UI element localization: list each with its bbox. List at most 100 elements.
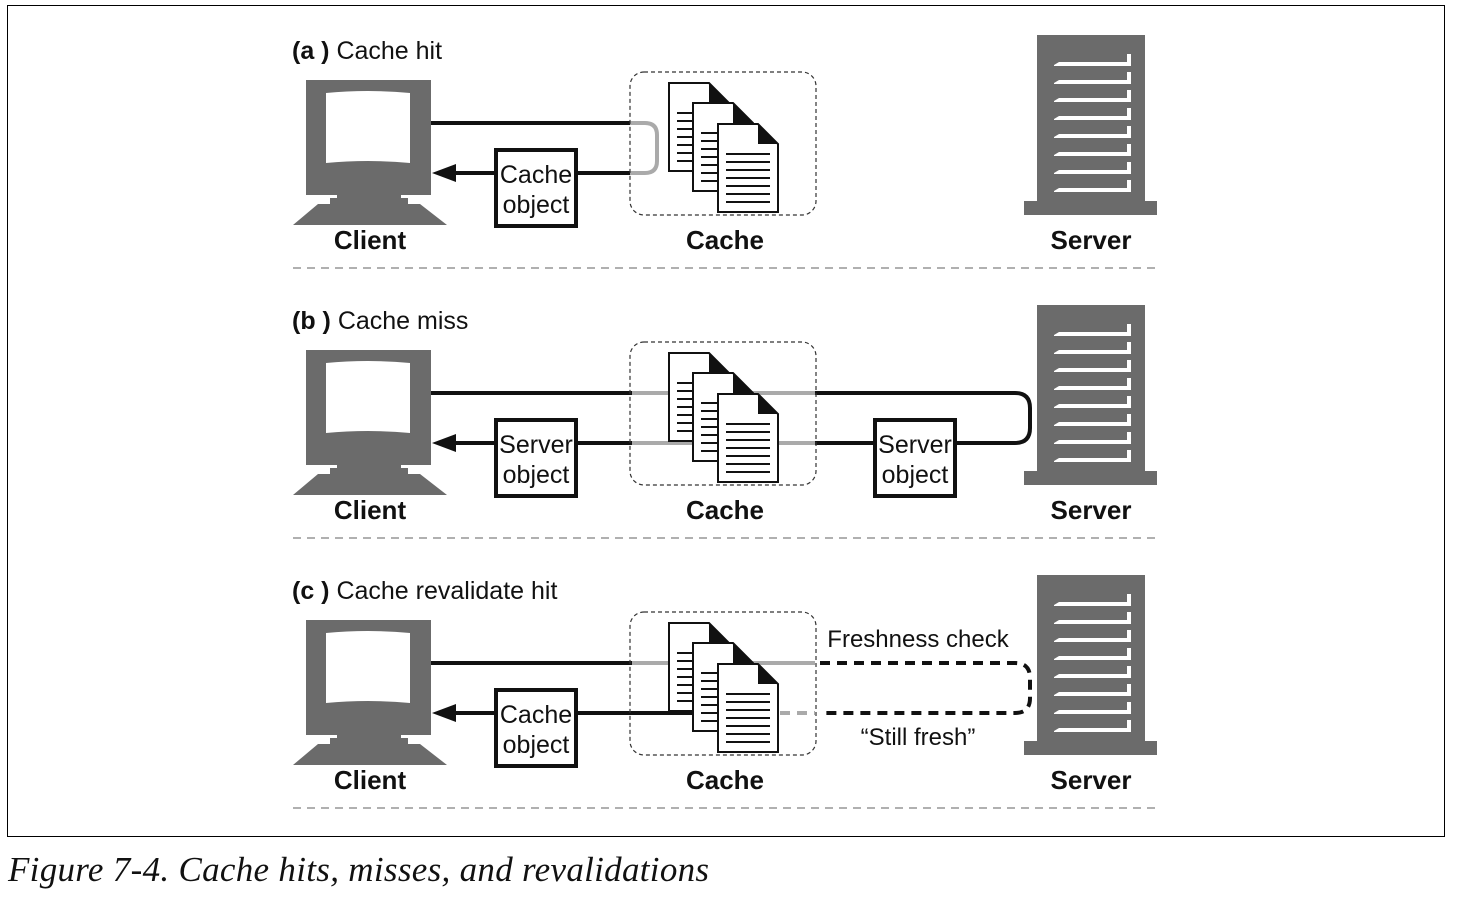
server-label: Server	[1051, 765, 1132, 795]
client-label: Client	[334, 765, 407, 795]
document-fold	[758, 124, 778, 144]
server-slot	[1054, 342, 1131, 354]
monitor-stand	[330, 198, 408, 205]
object-box-frame	[494, 418, 578, 498]
document-icon	[717, 663, 779, 753]
document-fold	[709, 353, 729, 373]
monitor-neck	[337, 463, 401, 469]
client-computer-icon	[293, 620, 447, 765]
document-page	[717, 123, 779, 213]
server-slot	[1054, 324, 1131, 336]
document-stack-icon	[668, 352, 779, 483]
server-slot	[1054, 594, 1131, 606]
cache-store	[629, 71, 817, 216]
document-fold	[733, 643, 753, 663]
server-slot	[1054, 666, 1131, 678]
monitor-neck	[337, 193, 401, 199]
server-slot	[1054, 72, 1131, 84]
server-slot	[1054, 162, 1131, 174]
object-box-line1: Server	[499, 431, 573, 459]
server-slot	[1054, 702, 1131, 714]
server-slot	[1054, 648, 1131, 660]
freshness-check-label: Freshness check	[827, 626, 1009, 653]
monitor-stand	[330, 738, 408, 745]
server-slot	[1054, 90, 1131, 102]
server-label: Server	[1051, 495, 1132, 525]
panel-title: (b ) Cache miss	[292, 307, 468, 335]
document-icon	[717, 393, 779, 483]
document-page	[717, 663, 779, 753]
object-box-line2: object	[503, 191, 570, 219]
monitor-screen	[326, 361, 410, 433]
cache-store	[629, 341, 817, 486]
server-tower-icon	[1024, 575, 1157, 755]
still-fresh-label: “Still fresh”	[861, 724, 976, 751]
server-slot	[1054, 54, 1131, 66]
panel-title-text: Cache miss	[331, 307, 469, 335]
server-slot	[1054, 180, 1131, 192]
keyboard-base	[293, 204, 447, 225]
object-box-line2: object	[503, 731, 570, 759]
server-slot	[1054, 144, 1131, 156]
cache-store	[629, 611, 817, 756]
document-fold	[733, 373, 753, 393]
client-computer-icon	[293, 80, 447, 225]
object-box-line2: object	[503, 461, 570, 489]
server-slot	[1054, 720, 1131, 732]
panel-letter: (a )	[292, 37, 330, 65]
server-slot	[1054, 396, 1131, 408]
client-label: Client	[334, 225, 407, 255]
cache-boundary	[629, 71, 817, 216]
client-label: Client	[334, 495, 407, 525]
object-box-line1: Cache	[500, 161, 572, 189]
arrow-head-icon	[432, 434, 456, 452]
object-box-line2: object	[882, 461, 949, 489]
panel-letter: (b )	[292, 307, 331, 335]
document-stack-icon	[668, 82, 779, 213]
freshness-check-loop	[820, 661, 1032, 715]
server-slot	[1054, 684, 1131, 696]
cache-label: Cache	[686, 495, 764, 525]
panel-title: (c ) Cache revalidate hit	[292, 577, 557, 605]
panel-title: (a ) Cache hit	[292, 37, 442, 65]
server-tower-icon	[1024, 35, 1157, 215]
object-box-line1: Server	[878, 431, 952, 459]
document-fold	[758, 664, 778, 684]
object-box-line1: Cache	[500, 701, 572, 729]
document-fold	[709, 623, 729, 643]
server-slot	[1054, 612, 1131, 624]
server-loop-line	[815, 391, 1032, 445]
keyboard-base	[293, 474, 447, 495]
client-computer-icon	[293, 350, 447, 495]
arrow-head-icon	[432, 164, 456, 182]
panel-b: (b ) Cache missServerobjectServerobjectC…	[292, 305, 1160, 539]
monitor-stand	[330, 468, 408, 475]
figure-caption: Figure 7-4. Cache hits, misses, and reva…	[8, 850, 710, 889]
server-slot	[1054, 108, 1131, 120]
document-fold	[733, 103, 753, 123]
document-icon	[717, 123, 779, 213]
panel-letter: (c )	[292, 577, 330, 605]
cache-loop-line	[630, 121, 659, 175]
panel-title-text: Cache revalidate hit	[330, 577, 558, 605]
document-stack-icon	[668, 622, 779, 753]
panel-title-text: Cache hit	[330, 37, 443, 65]
server-slot	[1054, 378, 1131, 390]
server-slot	[1054, 414, 1131, 426]
server-tower-icon	[1024, 305, 1157, 485]
document-fold	[758, 394, 778, 414]
monitor-screen	[326, 91, 410, 163]
keyboard-base	[293, 744, 447, 765]
figure-frame	[7, 5, 1445, 837]
server-base	[1024, 741, 1157, 755]
cache-boundary	[629, 611, 817, 756]
server-slot	[1054, 432, 1131, 444]
server-base	[1024, 201, 1157, 215]
object-box-frame	[494, 148, 578, 228]
